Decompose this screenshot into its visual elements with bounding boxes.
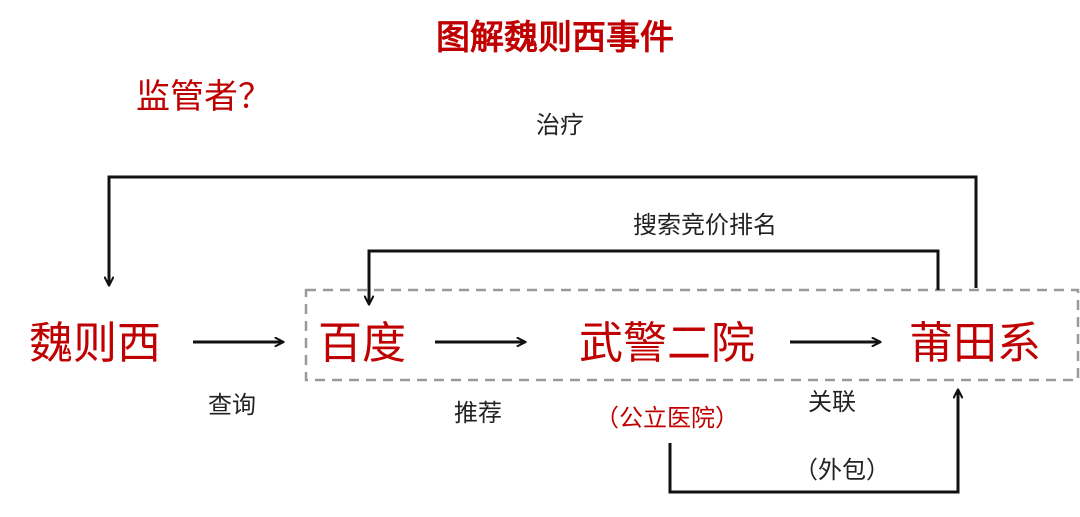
edge-label-outsourced: （外包）: [794, 456, 890, 484]
edge-label-related: 关联: [808, 388, 856, 416]
regulator-question: 监管者？: [136, 77, 272, 117]
public-hospital-note: （公立医院）: [595, 404, 739, 432]
page-title: 图解魏则西事件: [436, 18, 674, 58]
arrow-search-ranking: [369, 249, 940, 304]
edge-label-treatment: 治疗: [536, 111, 584, 139]
node-weizexi: 魏则西: [29, 318, 161, 369]
edge-label-query: 查询: [208, 391, 256, 419]
arrow-treatment: [109, 175, 978, 288]
arrow-outsourced: [668, 390, 958, 494]
node-putian: 莆田系: [909, 318, 1041, 369]
dashed-group-box: [304, 288, 1080, 382]
node-wujing-hospital: 武警二院: [579, 318, 755, 369]
node-baidu: 百度: [318, 318, 406, 369]
edge-label-search-ranking: 搜索竞价排名: [633, 211, 777, 239]
edge-label-recommend: 推荐: [454, 399, 502, 427]
